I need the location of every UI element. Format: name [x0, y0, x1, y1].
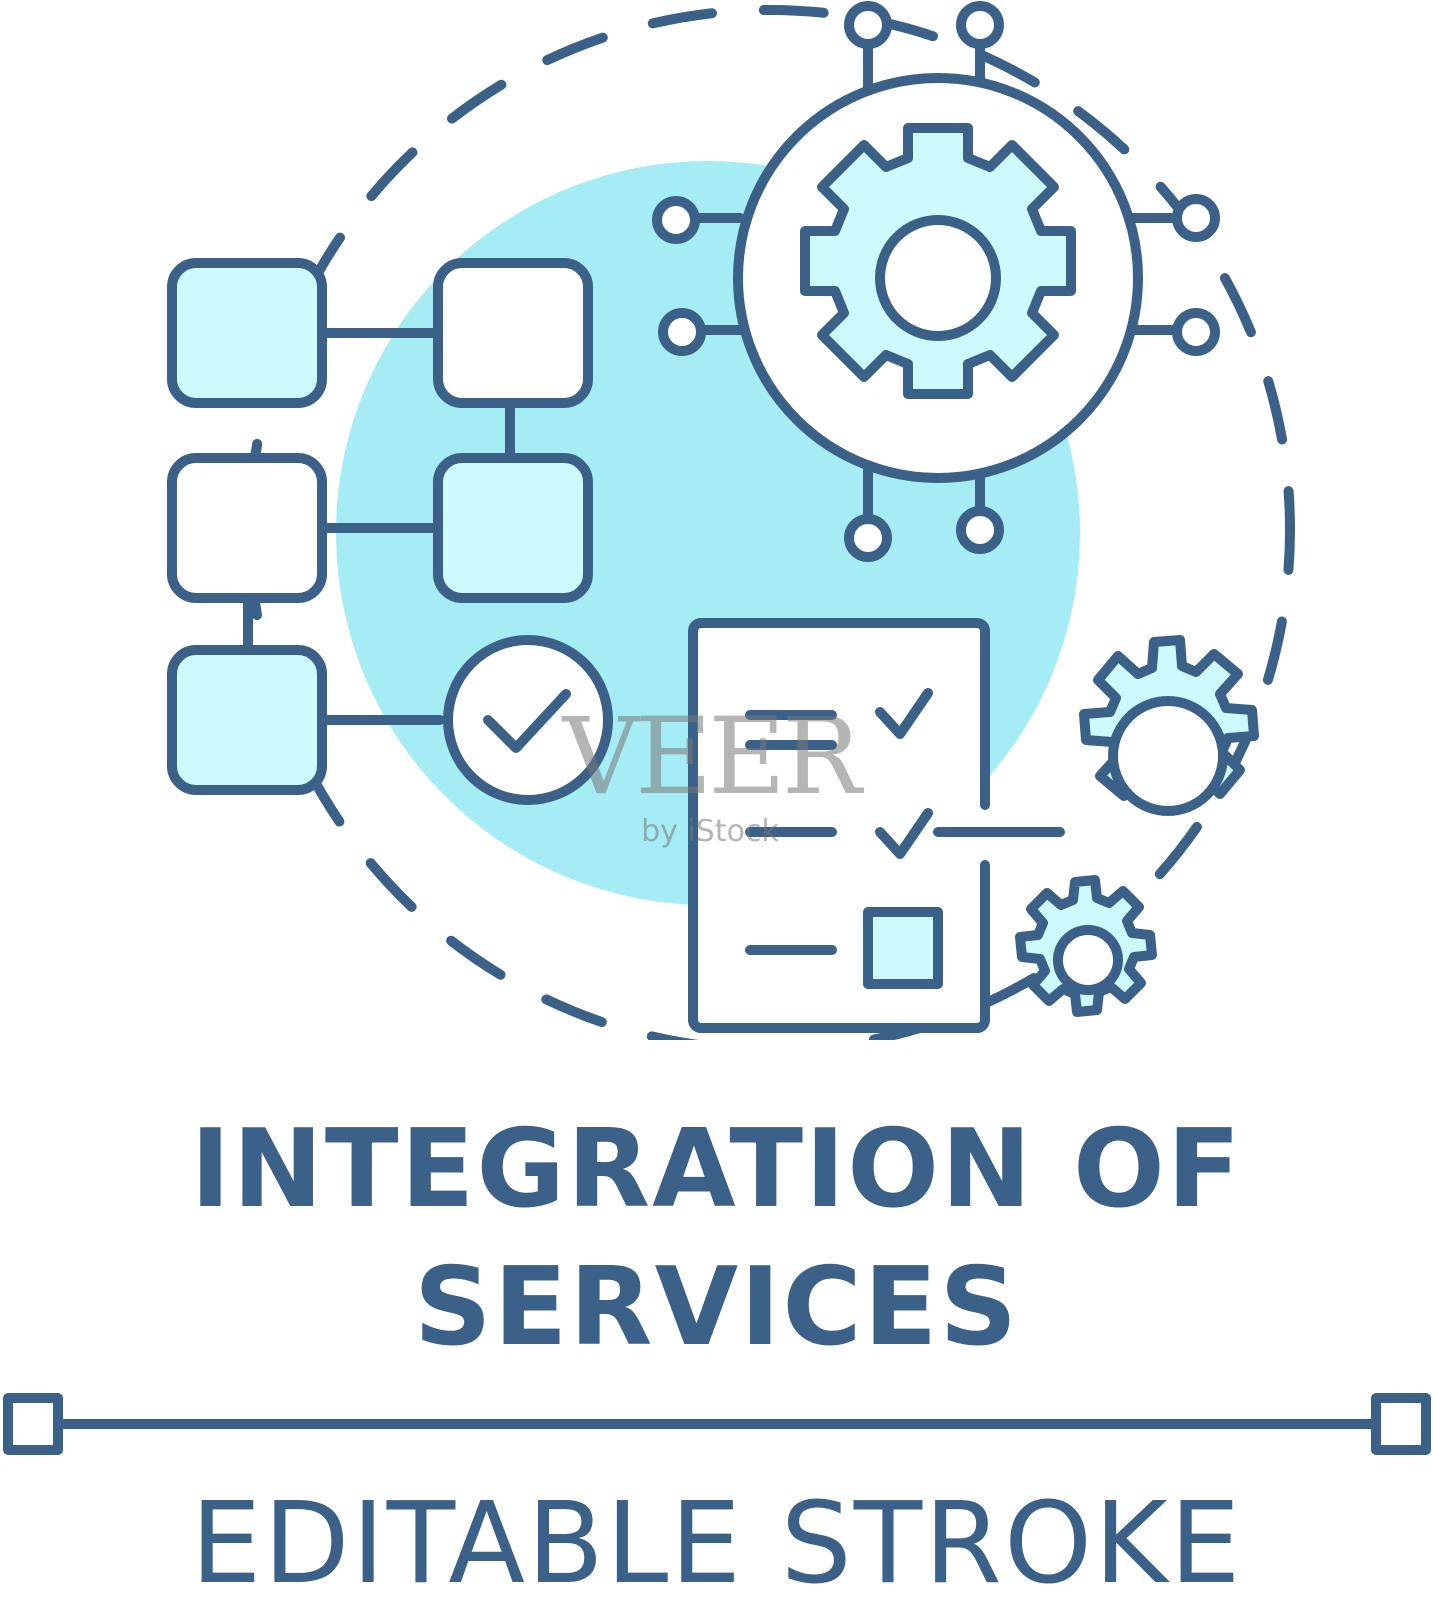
checklist-icon [688, 618, 1065, 1033]
watermark-brand: VEER [562, 695, 861, 818]
gear-network-icon [652, 1, 1220, 562]
watermark-sub: by iStock [641, 814, 779, 849]
page-title-line-2: SERVICES [413, 1245, 1020, 1370]
editable-stroke-line [3, 1393, 1431, 1455]
flowchart-icon [167, 258, 593, 795]
gears-icon [1015, 635, 1259, 1017]
check-circle-icon [443, 635, 613, 805]
page-title-line-1: INTEGRATION OF [190, 1107, 1243, 1232]
caption-editable-stroke: EDITABLE STROKE [190, 1479, 1243, 1609]
